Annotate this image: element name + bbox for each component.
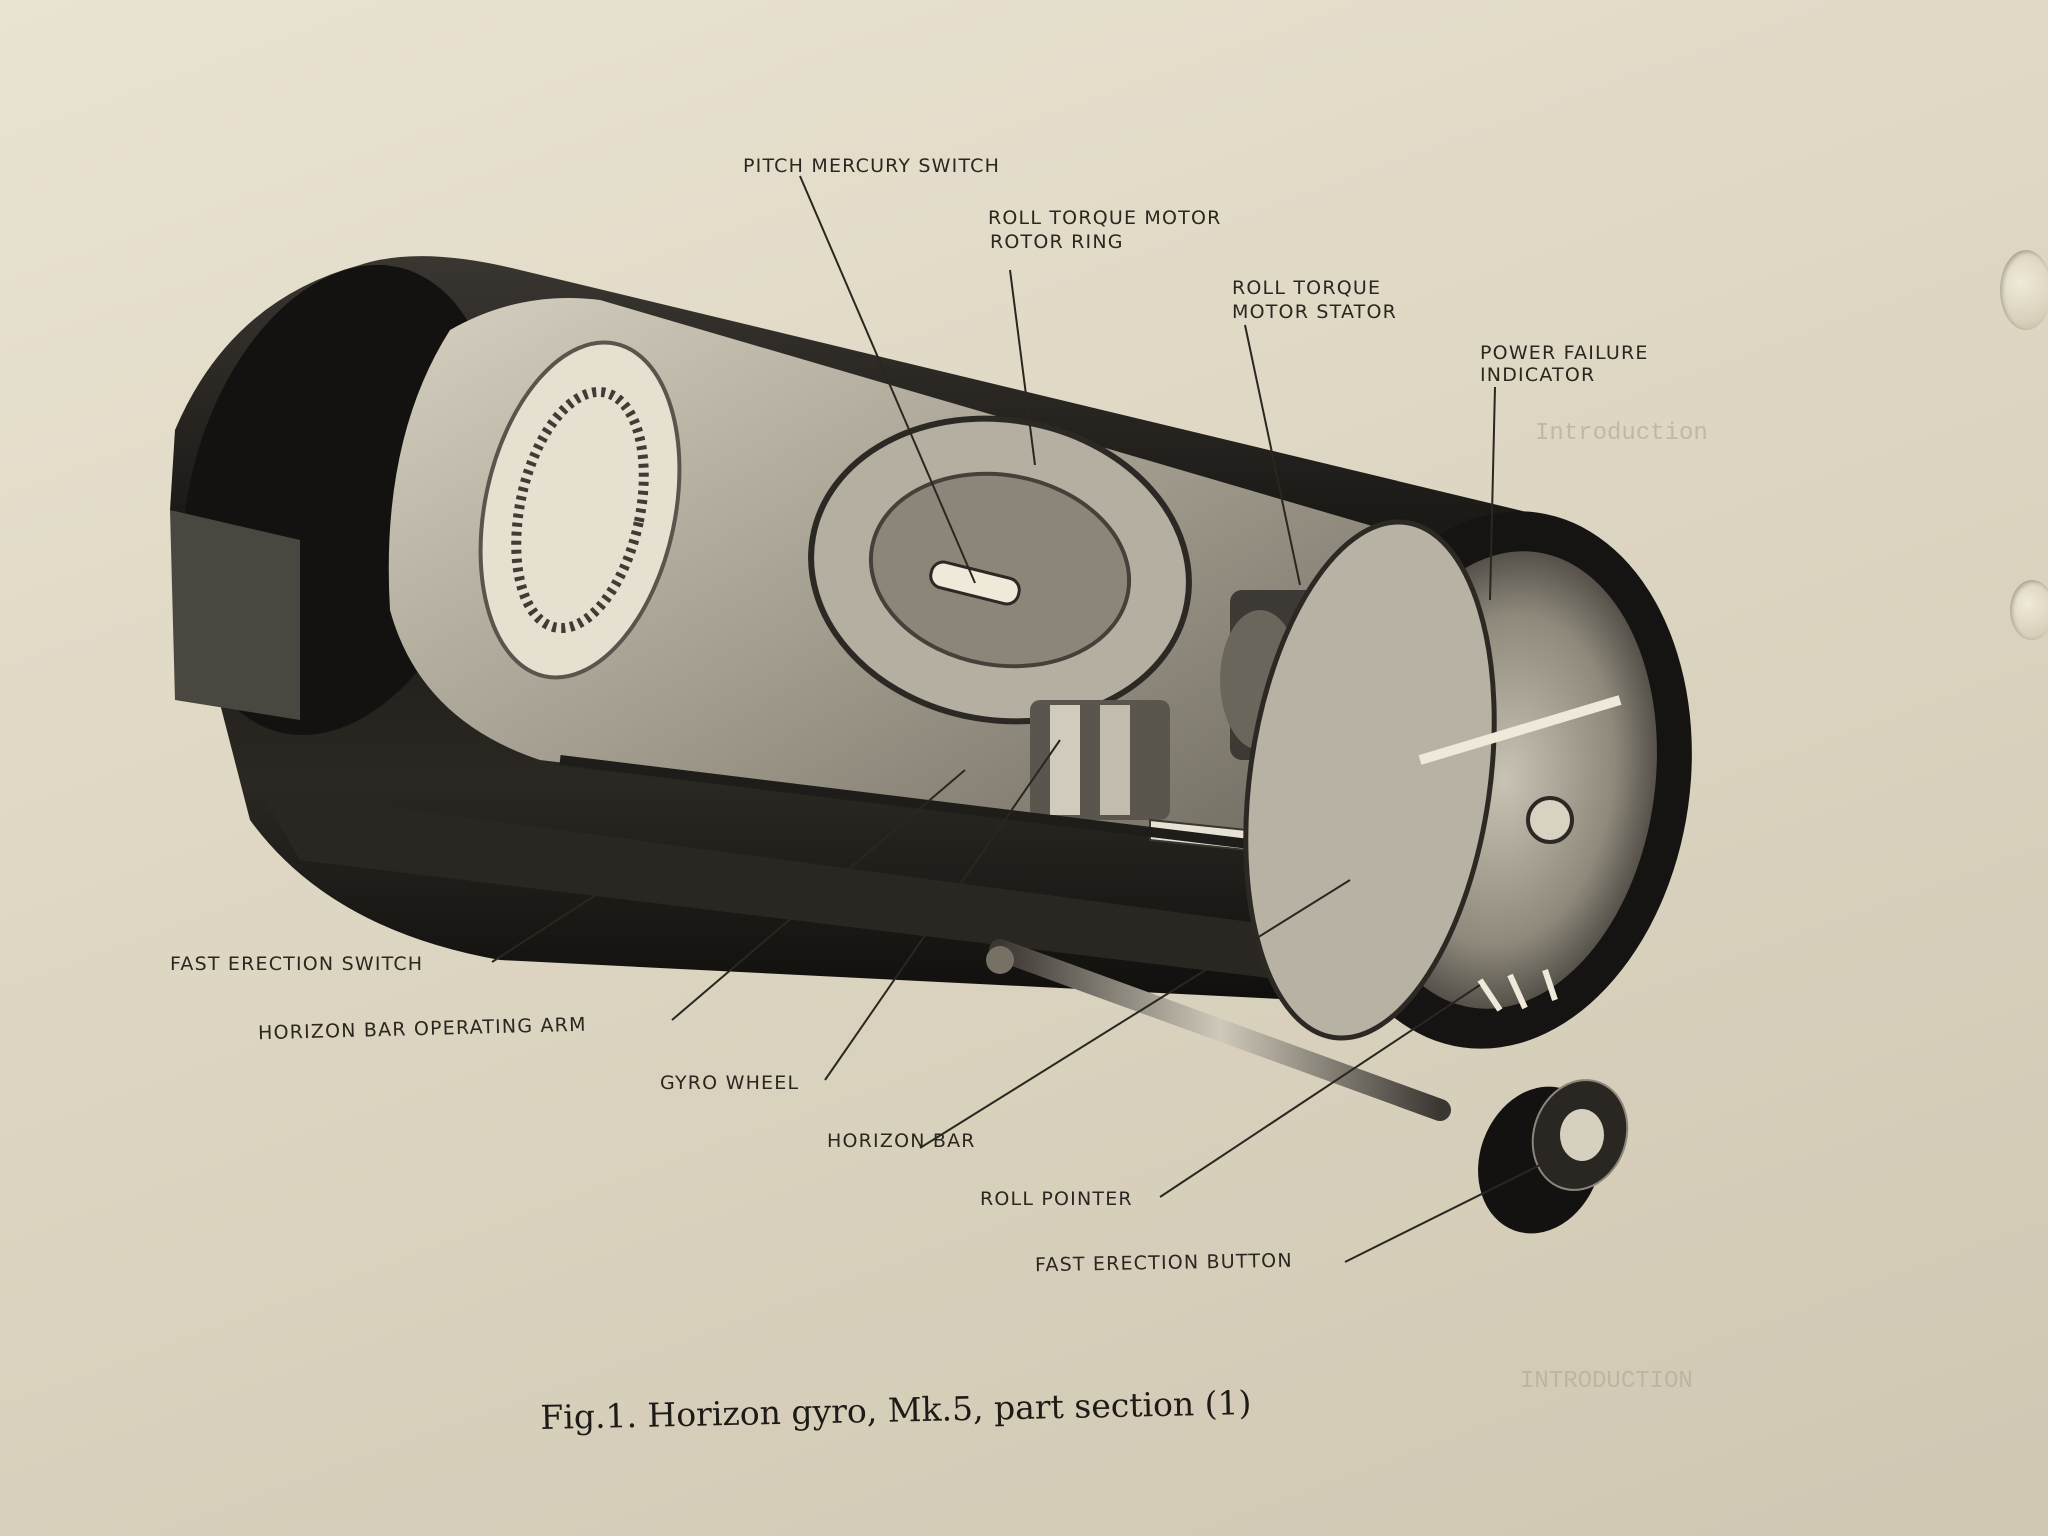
label-fast-erection-switch: FAST ERECTION SWITCH — [170, 953, 424, 975]
lower-rail — [260, 790, 1460, 1121]
show-through-text: Introduction — [1535, 420, 1708, 447]
punch-hole-top — [2000, 250, 2048, 330]
label-roll-torque-motor-rotor-ring-line1: ROLL TORQUE MOTOR — [988, 207, 1222, 229]
show-through-text: INTRODUCTION — [1520, 1368, 1693, 1395]
instrument-face — [1243, 511, 1692, 1049]
label-roll-torque-motor-stator-line1: ROLL TORQUE — [1232, 277, 1382, 299]
label-power-failure-indicator-line1: POWER FAILURE — [1480, 342, 1649, 364]
label-roll-pointer: ROLL POINTER — [980, 1188, 1133, 1210]
fast-erection-knob — [1478, 1079, 1629, 1234]
label-roll-torque-motor-stator-line2: MOTOR STATOR — [1232, 301, 1398, 323]
label-horizon-bar: HORIZON BAR — [827, 1130, 976, 1152]
label-fast-erection-button: FAST ERECTION BUTTON — [1034, 1249, 1293, 1277]
punch-hole-bottom — [2010, 580, 2048, 640]
label-gyro-wheel: GYRO WHEEL — [660, 1072, 800, 1094]
label-pitch-mercury-switch: PITCH MERCURY SWITCH — [743, 155, 1001, 177]
label-roll-torque-motor-rotor-ring-line2: ROTOR RING — [990, 231, 1124, 253]
leader-lines — [491, 175, 1541, 1263]
cutaway-interior — [388, 298, 1441, 872]
label-power-failure-indicator-line2: INDICATOR — [1480, 364, 1596, 386]
